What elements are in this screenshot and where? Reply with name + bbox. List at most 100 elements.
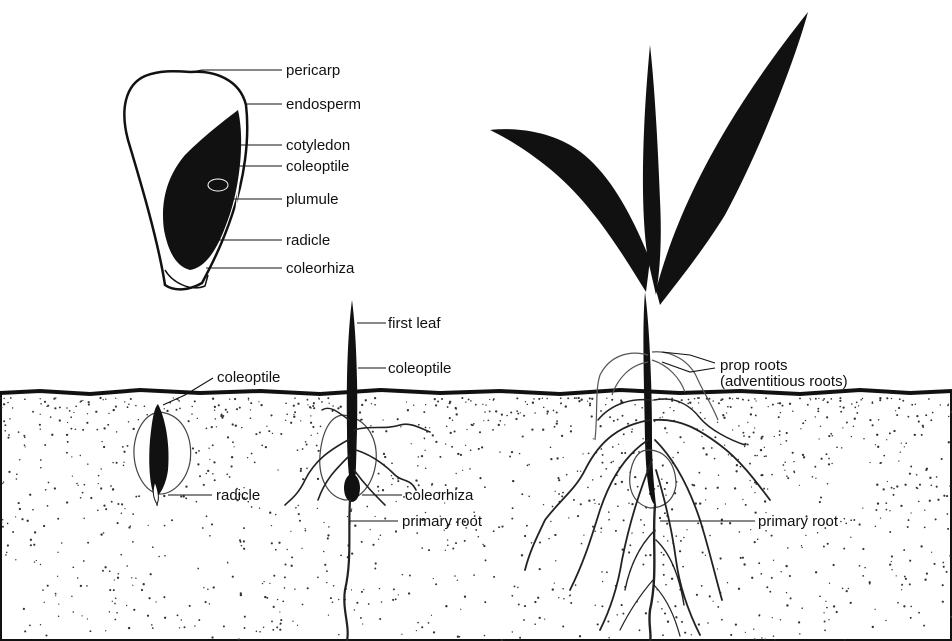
soil-dot bbox=[924, 579, 926, 581]
soil-dot bbox=[18, 431, 20, 433]
soil-dot bbox=[485, 559, 487, 561]
soil-dot bbox=[588, 453, 590, 455]
soil-dot bbox=[753, 431, 755, 433]
soil-dot bbox=[379, 588, 380, 589]
soil-dot bbox=[166, 410, 168, 412]
soil-dot bbox=[754, 638, 756, 640]
soil-dot bbox=[483, 420, 484, 421]
soil-dot bbox=[280, 623, 281, 624]
soil-dot bbox=[749, 480, 750, 481]
soil-dot bbox=[905, 578, 907, 580]
soil-dot bbox=[833, 605, 835, 607]
soil-dot bbox=[862, 507, 863, 508]
soil-dot bbox=[910, 606, 912, 608]
soil-dot bbox=[742, 399, 744, 401]
soil-dot bbox=[209, 603, 210, 604]
soil-dot bbox=[5, 554, 7, 556]
soil-dot bbox=[484, 601, 486, 603]
soil-dot bbox=[904, 576, 906, 578]
soil-dot bbox=[150, 573, 152, 575]
soil-dot bbox=[7, 523, 9, 525]
soil-dot bbox=[583, 534, 584, 535]
soil-dot bbox=[931, 552, 932, 553]
soil-dot bbox=[862, 548, 864, 550]
soil-dot bbox=[470, 400, 472, 402]
soil-dot bbox=[608, 511, 610, 513]
soil-dot bbox=[640, 519, 642, 521]
soil-dot bbox=[801, 547, 802, 548]
soil-dot bbox=[853, 519, 855, 521]
soil-dot bbox=[102, 570, 104, 572]
soil-dot bbox=[848, 588, 850, 590]
soil-dot bbox=[374, 568, 376, 570]
soil-dot bbox=[506, 415, 508, 417]
soil-dot bbox=[947, 405, 949, 407]
soil-dot bbox=[408, 592, 410, 594]
soil-dot bbox=[628, 551, 630, 553]
soil-dot bbox=[705, 499, 706, 500]
soil-dot bbox=[121, 513, 122, 514]
soil-dot bbox=[300, 470, 302, 472]
soil-dot bbox=[787, 547, 789, 549]
soil-dot bbox=[615, 530, 617, 532]
soil-dot bbox=[786, 432, 788, 434]
soil-dot bbox=[842, 406, 844, 408]
soil-dot bbox=[623, 433, 625, 435]
soil-dot bbox=[784, 461, 786, 463]
soil-dot bbox=[123, 462, 124, 463]
soil-dot bbox=[383, 453, 385, 455]
soil-dot bbox=[815, 571, 817, 573]
soil-dot bbox=[900, 505, 902, 507]
soil-dot bbox=[937, 499, 939, 501]
soil-dot bbox=[103, 399, 104, 400]
soil-dot bbox=[662, 564, 664, 566]
soil-dot bbox=[845, 523, 847, 525]
soil-dot bbox=[672, 457, 673, 458]
soil-dot bbox=[801, 545, 802, 546]
soil-dot bbox=[89, 630, 91, 632]
soil-dot bbox=[511, 451, 513, 453]
soil-dot bbox=[48, 482, 50, 484]
soil-dot bbox=[818, 438, 819, 439]
soil-dot bbox=[148, 525, 149, 526]
soil-dot bbox=[883, 488, 885, 490]
soil-dot bbox=[558, 479, 560, 481]
soil-dot bbox=[877, 446, 879, 448]
soil-dot bbox=[441, 398, 443, 400]
soil-dot bbox=[538, 398, 540, 400]
soil-dot bbox=[205, 601, 207, 603]
soil-dot bbox=[395, 530, 397, 532]
soil-dot bbox=[836, 446, 838, 448]
soil-dot bbox=[337, 407, 339, 409]
soil-dot bbox=[24, 444, 26, 446]
soil-dot bbox=[947, 528, 949, 530]
soil-dot bbox=[112, 601, 113, 602]
soil-dot bbox=[600, 527, 602, 529]
soil-dot bbox=[930, 419, 932, 421]
soil-dot bbox=[40, 398, 41, 399]
soil-dot bbox=[418, 456, 420, 458]
soil-dot bbox=[109, 570, 111, 572]
soil-dot bbox=[290, 531, 291, 532]
soil-dot bbox=[652, 399, 653, 400]
soil-dot bbox=[302, 478, 304, 480]
soil-dot bbox=[911, 404, 913, 406]
soil-dot bbox=[374, 516, 375, 517]
soil-dot bbox=[152, 627, 154, 629]
soil-dot bbox=[75, 428, 77, 430]
soil-dot bbox=[378, 539, 379, 540]
soil-dot bbox=[842, 427, 843, 428]
soil-dot bbox=[853, 426, 854, 427]
soil-dot bbox=[606, 571, 608, 573]
soil-dot bbox=[891, 487, 893, 489]
soil-dot bbox=[164, 408, 165, 409]
soil-dot bbox=[8, 471, 10, 473]
soil-dot bbox=[550, 521, 551, 522]
soil-dot bbox=[792, 452, 794, 454]
soil-dot bbox=[896, 575, 897, 576]
soil-dot bbox=[948, 404, 949, 405]
soil-dot bbox=[385, 430, 387, 432]
soil-dot bbox=[839, 406, 841, 408]
soil-dot bbox=[218, 404, 220, 406]
soil-dot bbox=[697, 397, 699, 399]
